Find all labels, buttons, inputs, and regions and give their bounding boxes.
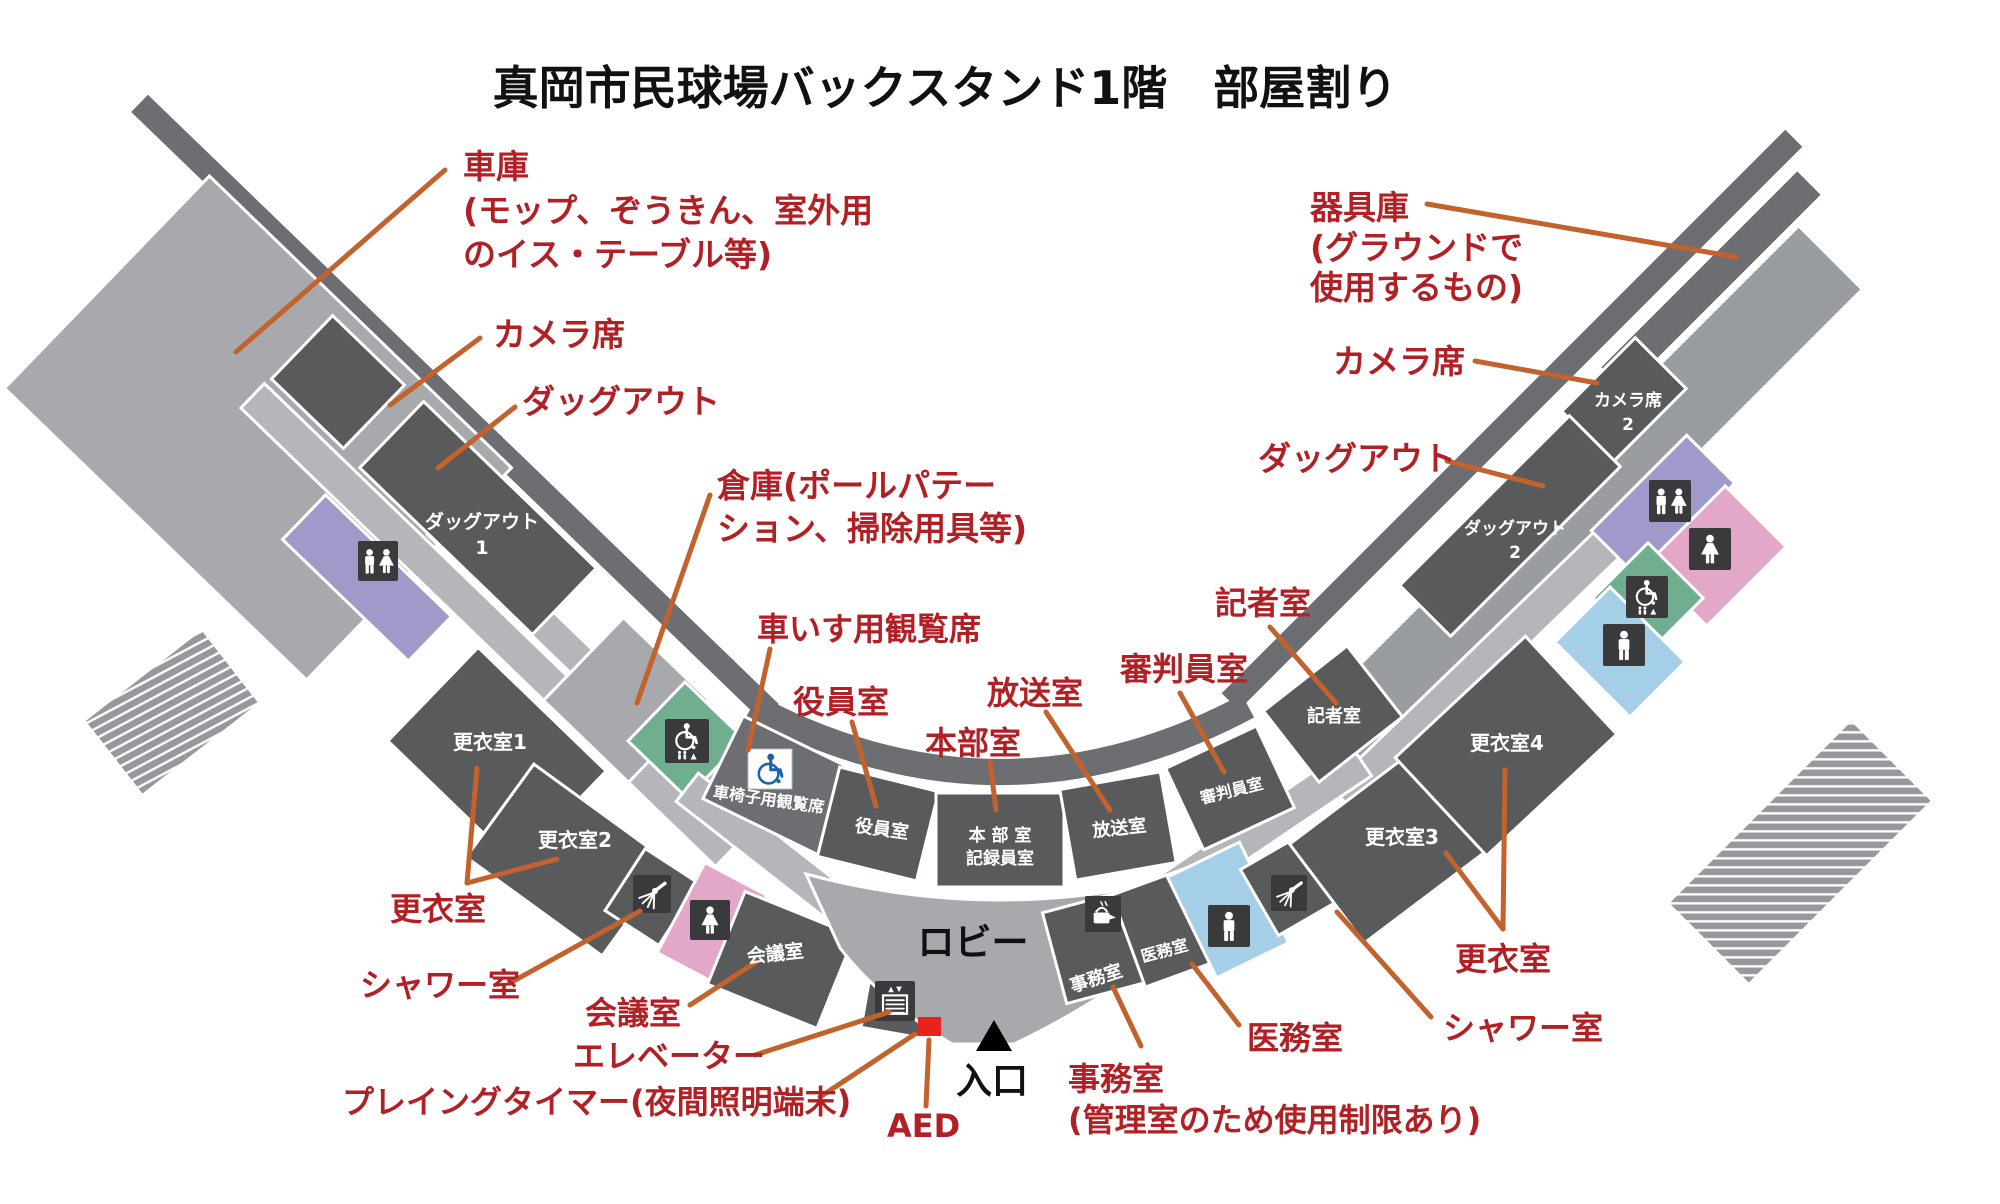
elevator-label-leader-0 (752, 1009, 892, 1058)
shower-left-label-leader-0 (507, 908, 643, 986)
accessible-toilet-icon (665, 719, 709, 763)
unisex-toilet-icon (358, 541, 398, 581)
medical-label: 医務室 (1247, 1019, 1343, 1057)
dugout-left-label: ダッグアウト (522, 382, 720, 421)
medical-label-leader-0 (1189, 961, 1242, 1028)
timer-label-leader-0 (817, 1031, 918, 1100)
locker-right-label-leader-1 (1443, 850, 1506, 932)
broadcast-label-leader-0 (1043, 709, 1113, 813)
dugout-left-label-leader-0 (435, 404, 518, 471)
women-toilet-icon (690, 900, 730, 940)
c-press-label: 記者室 (1307, 705, 1361, 727)
stairs-right (1665, 717, 1935, 987)
l-locker2-label: 更衣室2 (538, 828, 612, 852)
c-broadcast (1058, 770, 1178, 882)
press-label: 記者室 (1215, 584, 1311, 622)
shower-right-label-leader-0 (1334, 909, 1434, 1020)
meeting-label-leader-0 (687, 959, 759, 1008)
gear-label: 器具庫(グラウンドで使用するもの) (1310, 188, 1523, 307)
locker-right-label-leader-0 (1500, 767, 1508, 932)
wheelchair-seats-label: 車いす用観覧席 (757, 610, 981, 648)
press-label-leader-0 (1267, 624, 1339, 706)
meeting-label: 会議室 (585, 994, 681, 1032)
locker-left-label-leader-1 (464, 856, 560, 886)
elevator-label: エレベーター (573, 1037, 765, 1075)
officers-label-leader-0 (849, 719, 879, 809)
r-dugout2 (1397, 413, 1623, 639)
hq-label: 本部室 (925, 724, 1021, 762)
r-locker3-label: 更衣室3 (1365, 825, 1439, 849)
c-hq (934, 791, 1066, 889)
lobby-label: ロビー (918, 921, 1029, 964)
camera-right-label: カメラ席 (1333, 342, 1465, 381)
aed-label: AED (887, 1107, 960, 1145)
aed-label-leader-0 (923, 1037, 932, 1109)
men-toilet-icon (1208, 905, 1250, 947)
camera-right-label-leader-0 (1472, 358, 1600, 386)
wheelchair-icon (747, 748, 793, 790)
l-dugout1-room (357, 399, 599, 637)
umpire-label-leader-0 (1177, 690, 1227, 775)
c-officers (815, 765, 941, 883)
entrance-label: 入口 (956, 1061, 1028, 1102)
officers-label: 役員室 (793, 683, 889, 721)
shower-right-label: シャワー室 (1443, 1009, 1603, 1047)
dugout-right-label-leader-0 (1444, 458, 1546, 489)
stairs-left (81, 626, 263, 798)
structure-layer (2, 90, 1935, 1051)
women-toilet-icon (1689, 528, 1731, 570)
leader-lines-layer (233, 167, 1739, 1109)
storage-label: 倉庫(ポールパテーション、掃除用具等) (716, 466, 1027, 548)
locker-left-label: 更衣室 (390, 890, 486, 928)
office-label: 事務室(管理室のため使用制限あり) (1068, 1060, 1481, 1139)
r-locker4 (1393, 634, 1619, 858)
umpire-label: 審判員室 (1119, 650, 1248, 688)
men-toilet-icon (1603, 624, 1645, 666)
kettle-icon (1085, 896, 1121, 932)
shower-icon (1271, 875, 1307, 911)
locker-right-label: 更衣室 (1455, 940, 1551, 978)
icons-layer (358, 480, 1731, 1021)
garage-label: 車庫(モップ、ぞうきん、室外用のイス・テーブル等) (463, 147, 873, 274)
entrance-triangle (976, 1020, 1012, 1051)
locker-left-label-leader-0 (464, 765, 480, 886)
office-label-leader-0 (1110, 984, 1144, 1049)
aed-marker (918, 1017, 941, 1036)
accessible-toilet-icon (1626, 576, 1668, 618)
garage-label-leader-0 (233, 167, 448, 355)
dugout-right-label: ダッグアウト (1258, 439, 1456, 478)
storage-label-leader-0 (634, 492, 713, 706)
broadcast-label: 放送室 (987, 674, 1083, 712)
unisex-toilet-icon (1649, 480, 1691, 522)
c-outer-arc (745, 694, 1255, 785)
c-press (1261, 643, 1405, 785)
l-camera-room (269, 313, 407, 451)
l-locker1-label: 更衣室1 (453, 730, 527, 754)
hq-label-leader-0 (987, 759, 999, 813)
shower-icon (633, 875, 671, 913)
r-locker4-label: 更衣室4 (1470, 731, 1544, 755)
camera-left-label-leader-0 (387, 335, 483, 408)
shower-left-label: シャワー室 (360, 966, 520, 1004)
camera-left-label: カメラ席 (493, 315, 625, 354)
page-title: 真岡市民球場バックスタンド1階 部屋割り (493, 61, 1398, 115)
c-hq-label: 本 部 室記録員室 (966, 825, 1034, 869)
wheelchair-seats-label-leader-0 (745, 646, 773, 753)
gear-label-leader-0 (1424, 201, 1739, 260)
timer-label: プレイングタイマー(夜間照明端末) (342, 1083, 851, 1121)
